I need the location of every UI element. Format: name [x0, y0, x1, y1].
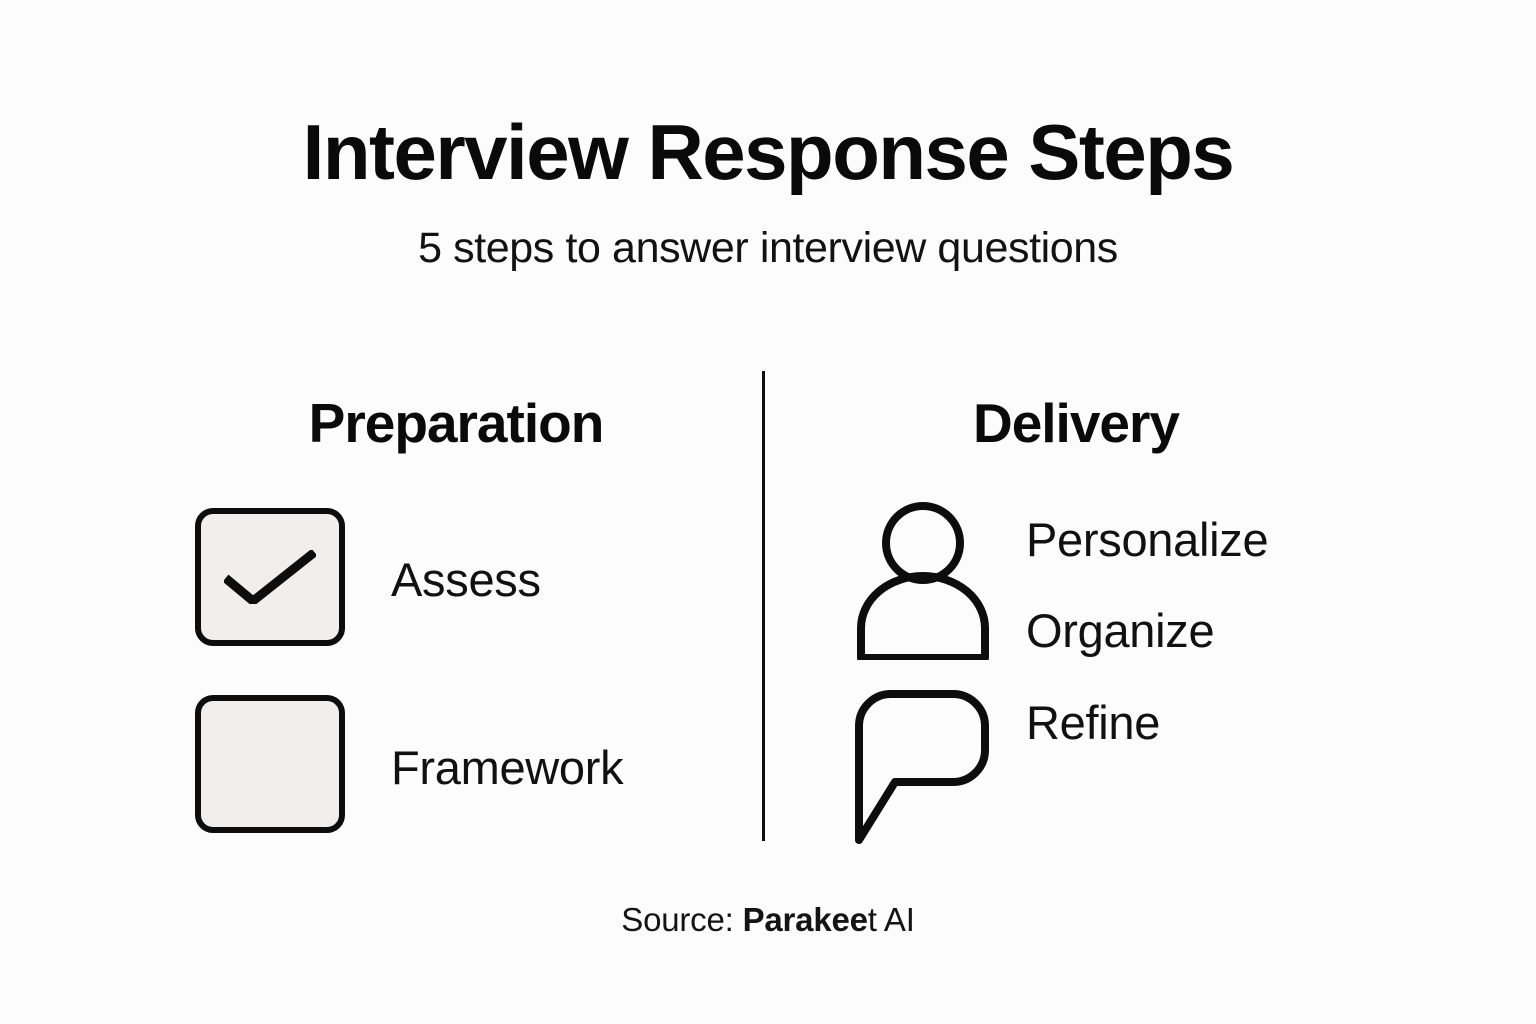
source-brand: Parakee	[742, 901, 868, 938]
checkbox-empty-icon[interactable]	[195, 695, 345, 833]
source-suffix: t AI	[867, 901, 915, 938]
source-prefix: Source:	[621, 901, 743, 938]
checkbox-checked-icon[interactable]	[195, 508, 345, 646]
list-item-framework[interactable]: Framework	[195, 695, 624, 833]
check-mark-icon	[224, 550, 316, 604]
column-heading-preparation: Preparation	[308, 392, 605, 454]
page-title: Interview Response Steps	[302, 108, 1235, 196]
source-attribution: Source: Parakeet AI	[0, 903, 1536, 936]
speech-bubble-icon	[855, 690, 989, 844]
list-item-label-organize: Organize	[1026, 604, 1215, 657]
list-item-label-refine: Refine	[1026, 696, 1161, 749]
list-item-assess[interactable]: Assess	[195, 508, 541, 646]
column-heading-delivery: Delivery	[972, 392, 1180, 454]
person-icon	[857, 502, 989, 660]
list-item-label-personalize: Personalize	[1026, 513, 1269, 566]
list-item-label: Framework	[391, 740, 624, 794]
column-divider	[762, 371, 765, 841]
list-item-label: Assess	[391, 552, 541, 606]
page-subtitle: 5 steps to answer interview questions	[418, 224, 1118, 272]
